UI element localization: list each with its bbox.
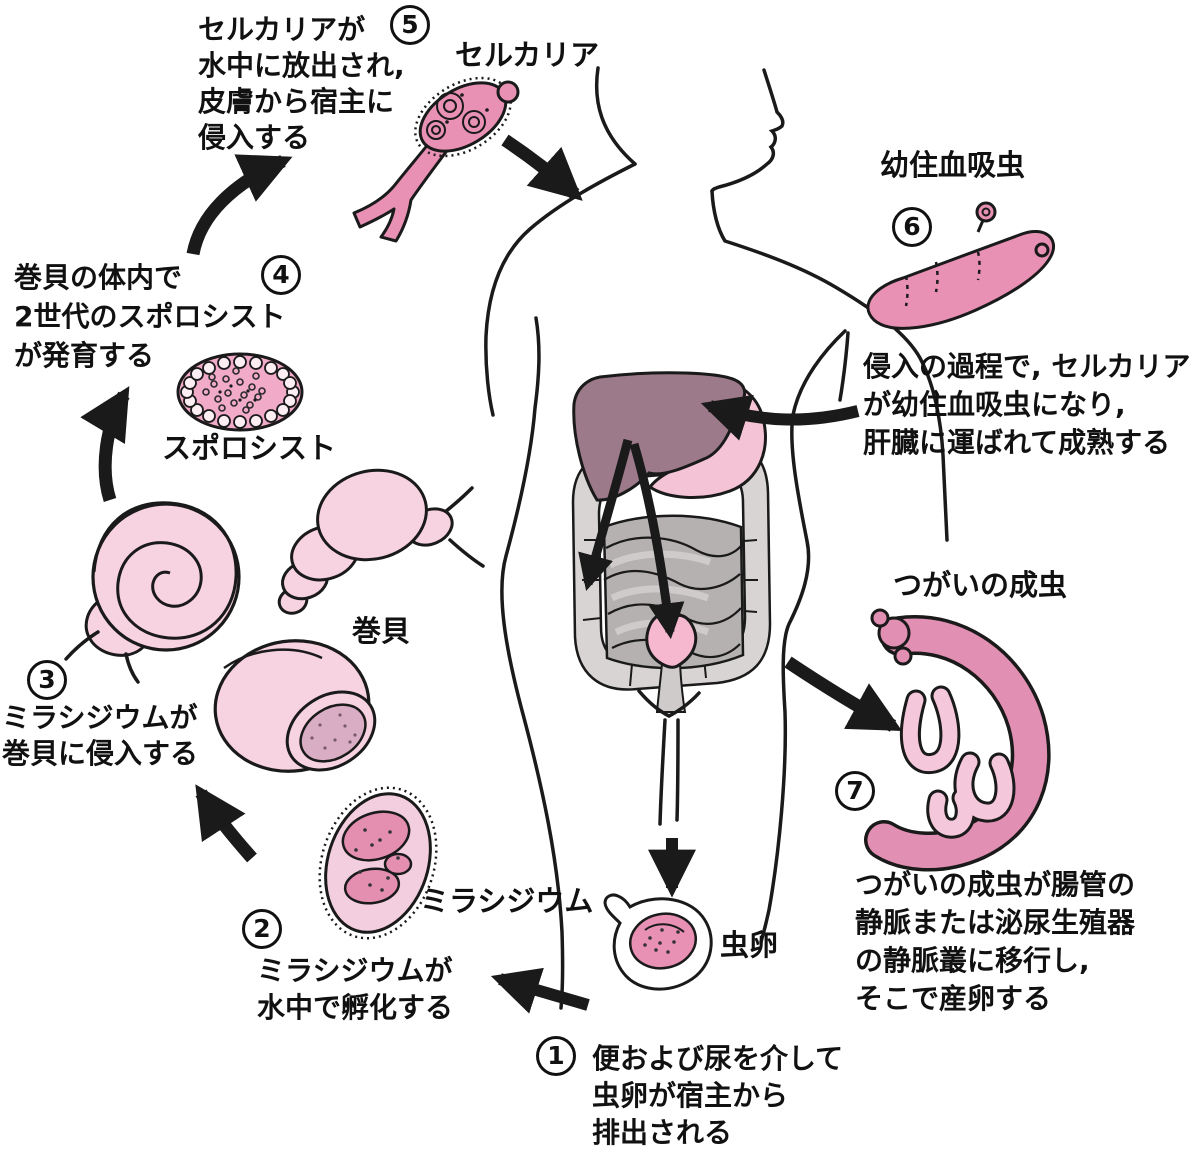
text-line: 2世代のスポロシスト (14, 300, 286, 333)
arrow-liver-to-bladder (629, 442, 685, 640)
cycle-arrows (80, 134, 903, 1014)
miracidium-illustration (318, 786, 438, 940)
text-line: そこで産卵する (855, 982, 1052, 1015)
adult-worms-illustration (864, 608, 1051, 872)
text-line: 侵入する (198, 121, 311, 154)
step-1-badge: 1 (536, 1036, 576, 1076)
step-1-text: 便および尿を介して 虫卵が宿主から 排出される (592, 1040, 843, 1149)
label-schistosomulum: 幼住血吸虫 (880, 148, 1026, 182)
text-line: 巻貝に侵入する (2, 737, 199, 770)
text-line: 便および尿を介して (592, 1042, 844, 1075)
text-line: セルカリアが (198, 13, 366, 46)
step-5-text: セルカリアが 水中に放出され, 皮膚から宿主に 侵入する (198, 12, 405, 156)
snail-planorbid (64, 501, 241, 684)
pubic-v (637, 689, 701, 718)
arrow-snail-to-sporocyst (80, 386, 130, 502)
arrow-miracidium-to-snail (195, 784, 257, 863)
text-line: 肝臓に運ばれて成熟する (863, 426, 1171, 459)
inner-left-leg (658, 718, 667, 826)
text-line: 侵入の過程で, セルカリア (863, 350, 1191, 383)
arrow-step4-to-step5 (186, 154, 293, 256)
step-7-badge: 7 (835, 771, 875, 811)
right-armpit (838, 331, 850, 402)
arrow-schistosomulum-to-liver (700, 394, 860, 441)
snail-round (213, 639, 377, 773)
arrow-egg-to-miracidium (490, 967, 590, 1014)
arrow-cercaria-to-host (501, 134, 583, 201)
left-torso-leg (500, 316, 565, 1010)
head-profile (710, 68, 785, 193)
text-line: 排出される (592, 1116, 733, 1149)
egg-illustration (603, 893, 713, 991)
arrow-host-to-adults (784, 656, 903, 732)
label-cercaria: セルカリア (455, 38, 600, 72)
step-7-text: つがいの成虫が腸管の 静脈または泌尿生殖器 の静脈叢に移行し, そこで産卵する (855, 866, 1135, 1018)
text-line: 皮膚から宿主に (198, 85, 395, 118)
text-line: の静脈叢に移行し, (855, 944, 1090, 977)
text-line: が発育する (14, 339, 155, 372)
female-worm (899, 685, 1016, 839)
label-egg: 虫卵 (720, 928, 779, 962)
sporocyst-illustration (176, 352, 304, 432)
text-line: ミラシジウムが (257, 954, 453, 987)
text-line: 巻貝の体内で (14, 261, 183, 294)
step-6-badge: 6 (892, 207, 932, 247)
text-line: 水中に放出され, (198, 49, 405, 82)
label-miracidium: ミラシジウム (420, 884, 594, 918)
text-line: ミラシジウムが (2, 701, 198, 734)
step-6-text: 侵入の過程で, セルカリア が幼住血吸虫になり, 肝臓に運ばれて成熟する (863, 348, 1191, 462)
text-line: 水中で孵化する (257, 991, 454, 1024)
text-line: が幼住血吸虫になり, (863, 388, 1126, 421)
step-2-text: ミラシジウムが 水中で孵化する (257, 952, 453, 1026)
text-line: 静脈または泌尿生殖器 (855, 906, 1136, 939)
label-snail: 巻貝 (352, 614, 411, 648)
cercaria-illustration (352, 76, 520, 243)
arrow-liver-to-intestine (578, 438, 633, 591)
label-sporocyst: スポロシスト (162, 431, 337, 465)
step-4-badge: 4 (261, 255, 301, 295)
inner-right-leg (675, 718, 680, 822)
step-5-badge: 5 (390, 5, 430, 45)
text-line: 虫卵が宿主から (592, 1079, 789, 1112)
step-3-text: ミラシジウムが 巻貝に侵入する (2, 700, 198, 772)
text-line: つがいの成虫が腸管の (855, 868, 1136, 901)
schistosomulum-illustration (866, 201, 1055, 330)
step-2-badge: 2 (242, 909, 282, 949)
left-shoulder-arm (484, 162, 637, 417)
step-4-text: 巻貝の体内で 2世代のスポロシスト が発育する (14, 258, 285, 375)
left-neck (594, 66, 637, 166)
snail-conical (277, 468, 485, 615)
step-3-badge: 3 (27, 660, 67, 700)
label-adult-pair: つがいの成虫 (893, 568, 1068, 602)
